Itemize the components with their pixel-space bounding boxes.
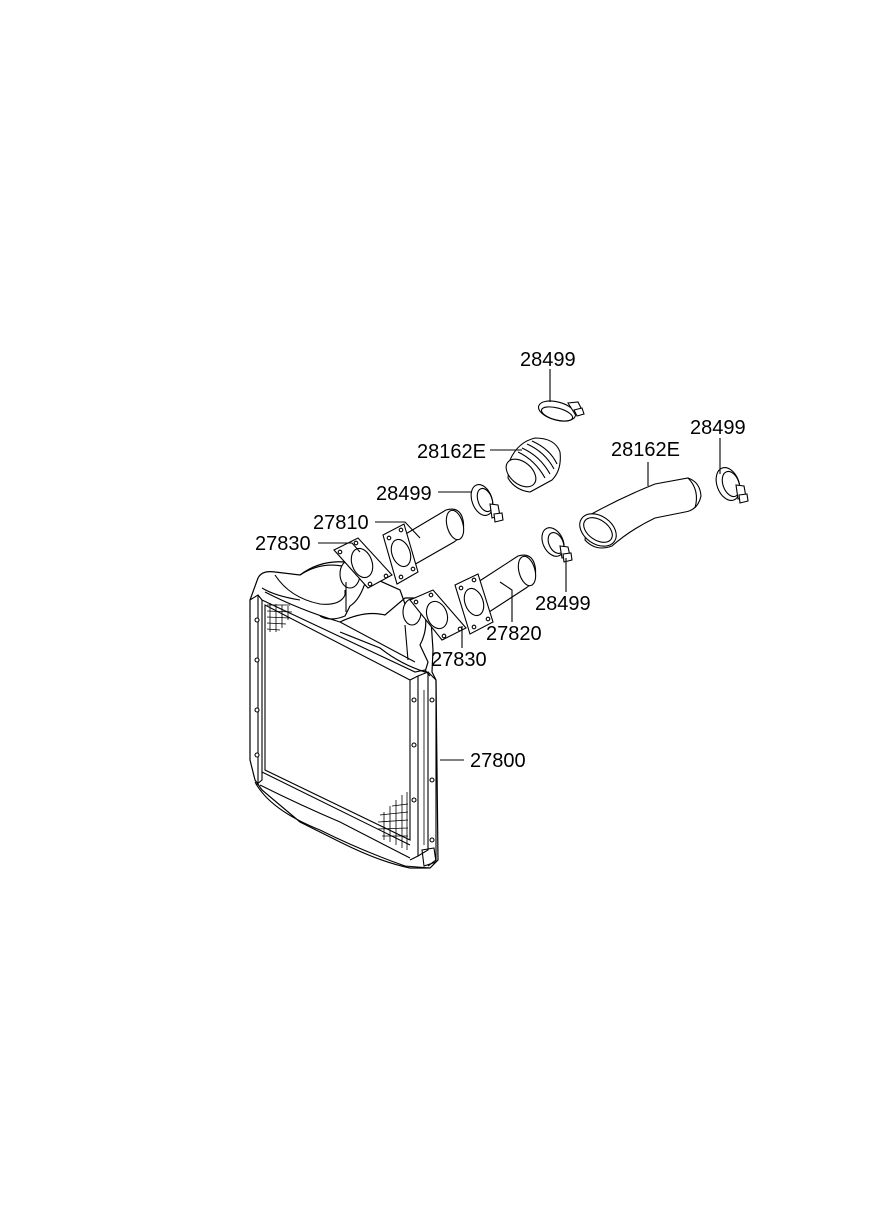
part-number-labels: 28499 28162E 28162E 28499 28499 27810 27… bbox=[255, 349, 746, 772]
hose-clamp-top bbox=[537, 400, 585, 422]
label-clamp-lower: 28499 bbox=[535, 593, 591, 615]
gasket-upper bbox=[333, 537, 393, 589]
hose-clamp-lower bbox=[541, 527, 573, 563]
label-clamp-right: 28499 bbox=[690, 417, 746, 439]
intercooler-lower-neck bbox=[339, 597, 429, 673]
hose-small-bellows bbox=[505, 437, 561, 493]
hose-large bbox=[579, 477, 702, 549]
label-intercooler: 27800 bbox=[470, 750, 526, 772]
leader-lines bbox=[318, 369, 721, 761]
label-clamp-top: 28499 bbox=[520, 349, 576, 371]
pipe-lower bbox=[454, 554, 537, 635]
gasket-lower bbox=[409, 589, 467, 641]
pipe-upper bbox=[382, 508, 465, 585]
hose-clamp-left bbox=[470, 484, 504, 523]
hose-clamp-right bbox=[715, 467, 749, 504]
label-hose-small: 28162E bbox=[417, 441, 486, 463]
label-hose-large: 28162E bbox=[611, 439, 680, 461]
label-pipe-lower: 27820 bbox=[486, 623, 542, 645]
label-gasket-upper: 27830 bbox=[255, 533, 311, 555]
label-clamp-left: 28499 bbox=[376, 483, 432, 505]
label-pipe-upper: 27810 bbox=[313, 512, 369, 534]
intercooler-core bbox=[249, 564, 439, 869]
label-gasket-lower: 27830 bbox=[431, 649, 487, 671]
